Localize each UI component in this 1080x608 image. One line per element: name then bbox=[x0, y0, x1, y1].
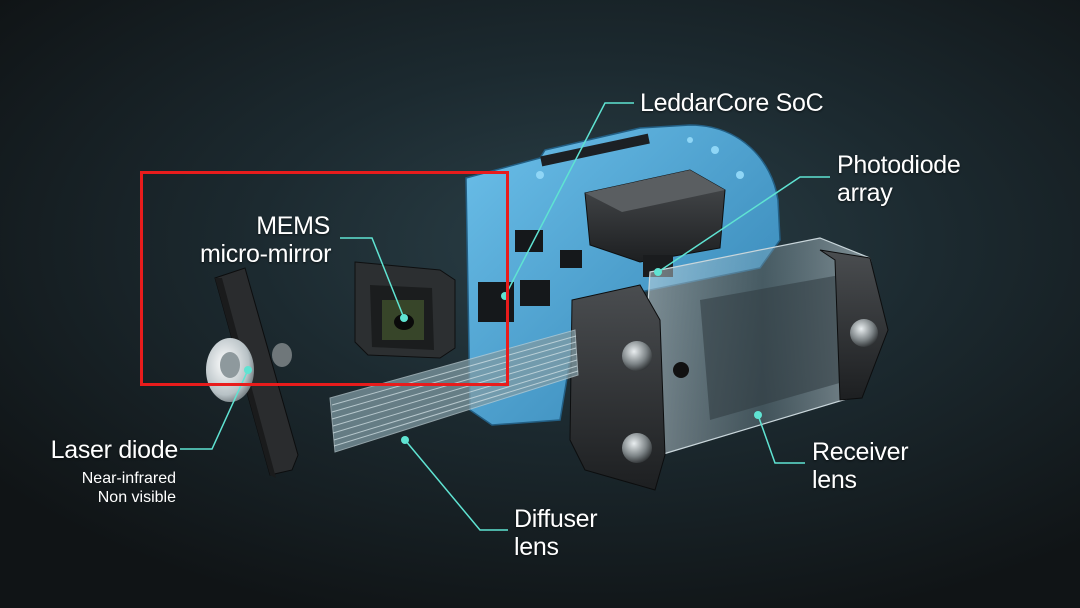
label-mems-micro-mirror: MEMS micro-mirror bbox=[200, 212, 332, 268]
label-diffuser-lens: Diffuser lens bbox=[514, 505, 598, 561]
callout-dots bbox=[244, 268, 762, 444]
callout-line-diffuser bbox=[404, 439, 508, 531]
label-laser-diode-sub: Near-infrared Non visible bbox=[81, 470, 176, 506]
receiver-lens-assembly bbox=[569, 237, 889, 491]
callout-dot-receiver bbox=[754, 411, 762, 419]
callout-line-photodiode bbox=[657, 176, 830, 273]
callout-dot-diffuser bbox=[401, 436, 409, 444]
callout-dot-photodiode bbox=[654, 268, 662, 276]
label-photodiode-array: Photodiode array bbox=[837, 151, 961, 207]
callout-line-leddarcore bbox=[504, 102, 634, 297]
callout-dot-laser bbox=[244, 366, 252, 374]
label-receiver-lens: Receiver lens bbox=[812, 438, 909, 494]
label-leddarcore-soc: LeddarCore SoC bbox=[640, 89, 824, 117]
callout-line-mems bbox=[340, 237, 405, 319]
label-laser-diode: Laser diode bbox=[50, 436, 179, 464]
mems-highlight-box bbox=[140, 171, 509, 386]
callout-dot-mems bbox=[400, 314, 408, 322]
callout-line-laser bbox=[180, 369, 249, 450]
callout-line-receiver bbox=[757, 414, 805, 464]
callout-lines bbox=[180, 102, 830, 531]
laser-diode-mount bbox=[206, 267, 299, 478]
